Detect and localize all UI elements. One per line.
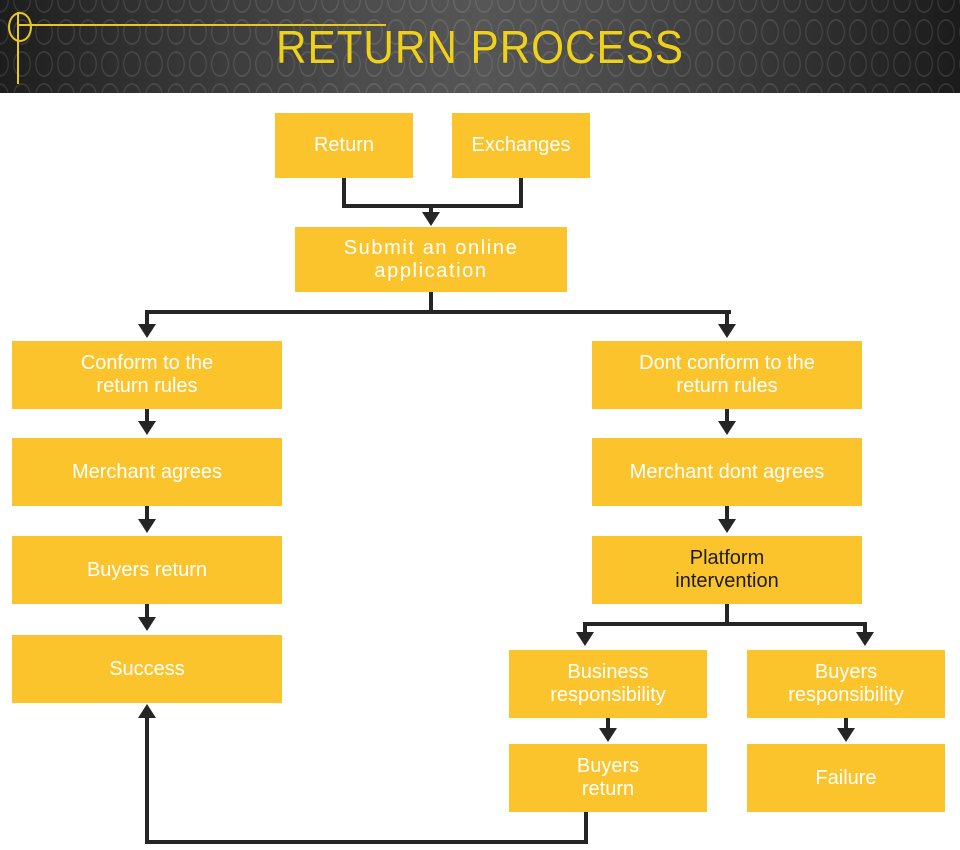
arrow-into-failure-icon [837, 728, 855, 742]
node-merchant-dont-agrees[interactable]: Merchant dont agrees [592, 438, 862, 506]
header-lattice-pattern [0, 0, 960, 93]
edge-platform-branch-horizontal [583, 622, 867, 626]
page-header: RETURN PROCESS [0, 0, 960, 93]
arrow-into-platform-icon [718, 519, 736, 533]
header-background [0, 0, 960, 93]
node-submit-an-online-application[interactable]: Submit an online application [295, 227, 567, 292]
node-merchant-agrees[interactable]: Merchant agrees [12, 438, 282, 506]
node-exchanges[interactable]: Exchanges [452, 113, 590, 178]
edge-branch-left-vertical [145, 310, 149, 328]
node-failure[interactable]: Failure [747, 744, 945, 812]
arrow-feedback-into-success-icon [138, 704, 156, 718]
arrow-into-business-responsibility-icon [576, 632, 594, 646]
edge-platform-branch-right-vertical [863, 622, 867, 636]
node-dont-conform-to-the-return-rules[interactable]: Dont conform to the return rules [592, 341, 862, 409]
header-decoration-horizontal-line [18, 24, 386, 26]
arrow-into-submit-icon [422, 212, 440, 226]
edge-submit-down-vertical [429, 292, 433, 314]
header-decoration-vertical-line [17, 12, 19, 84]
edge-buyers-resp-to-failure [844, 718, 848, 732]
arrow-into-merchant-dont-icon [718, 421, 736, 435]
edge-branch-horizontal [145, 310, 731, 314]
edge-feedback-down-vertical [584, 812, 588, 844]
arrow-into-merchant-agrees-icon [138, 421, 156, 435]
node-buyers-return-right[interactable]: Buyers return [509, 744, 707, 812]
edge-exchanges-to-merge-vertical [519, 178, 523, 208]
edge-merchant-agrees-to-buyers-return [145, 506, 149, 522]
node-platform-intervention[interactable]: Platform intervention [592, 536, 862, 604]
node-business-responsibility[interactable]: Business responsibility [509, 650, 707, 718]
edge-branch-right-vertical [725, 310, 729, 328]
arrow-into-conform-icon [138, 324, 156, 338]
edge-buyers-return-to-success [145, 604, 149, 620]
node-success[interactable]: Success [12, 635, 282, 703]
edge-conform-to-merchant-agrees [145, 409, 149, 425]
arrow-into-buyers-responsibility-icon [856, 632, 874, 646]
arrow-into-success-icon [138, 617, 156, 631]
edge-platform-down-vertical [725, 604, 729, 626]
arrow-into-dont-conform-icon [718, 324, 736, 338]
edge-feedback-horizontal [145, 840, 588, 844]
edge-business-resp-to-buyers-return [606, 718, 610, 732]
node-return[interactable]: Return [275, 113, 413, 178]
edge-merchant-dont-to-platform [725, 506, 729, 522]
page-title: RETURN PROCESS [276, 20, 684, 73]
node-buyers-return-left[interactable]: Buyers return [12, 536, 282, 604]
edge-platform-branch-left-vertical [583, 622, 587, 636]
arrow-into-buyers-return-left-icon [138, 519, 156, 533]
edge-return-to-merge-vertical [342, 178, 346, 208]
arrow-into-buyers-return-right-icon [599, 728, 617, 742]
edge-dont-conform-to-merchant-dont [725, 409, 729, 425]
header-decoration-circle-icon [8, 12, 32, 42]
edge-feedback-up-vertical [145, 718, 149, 840]
node-conform-to-the-return-rules[interactable]: Conform to the return rules [12, 341, 282, 409]
node-buyers-responsibility[interactable]: Buyers responsibility [747, 650, 945, 718]
